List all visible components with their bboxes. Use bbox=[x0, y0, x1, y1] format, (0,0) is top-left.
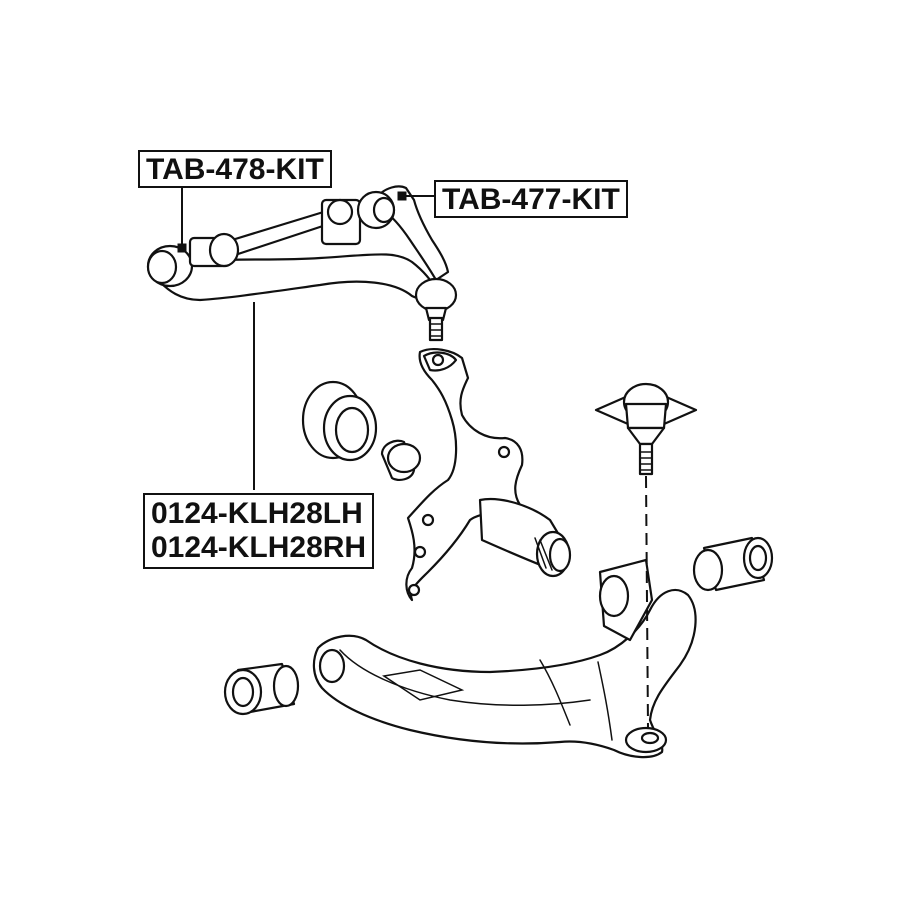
label-tab-477-kit: TAB-477-KIT bbox=[434, 180, 628, 218]
spacer-sleeve bbox=[380, 439, 422, 481]
hub-seal bbox=[301, 380, 378, 462]
lower-front-bushing bbox=[223, 662, 300, 716]
lower-ball-joint bbox=[594, 382, 698, 476]
label-0124-klh28: 0124-KLH28LH 0124-KLH28RH bbox=[143, 493, 375, 569]
alignment-line bbox=[645, 475, 649, 729]
upper-rear-bushing bbox=[320, 190, 396, 246]
label-tab-477-text: TAB-477-KIT bbox=[442, 183, 620, 216]
upper-front-bushing bbox=[146, 232, 240, 288]
upper-control-arm bbox=[146, 185, 458, 342]
lower-control-arm bbox=[312, 558, 697, 759]
label-tab-478-kit: TAB-478-KIT bbox=[138, 150, 332, 188]
label-0124-klh28rh-text: 0124-KLH28RH bbox=[151, 531, 367, 564]
label-tab-478-text: TAB-478-KIT bbox=[146, 153, 324, 186]
steering-knuckle bbox=[405, 348, 572, 602]
lower-rear-bushing bbox=[692, 536, 774, 592]
label-0124-klh28lh-text: 0124-KLH28LH bbox=[151, 497, 363, 530]
